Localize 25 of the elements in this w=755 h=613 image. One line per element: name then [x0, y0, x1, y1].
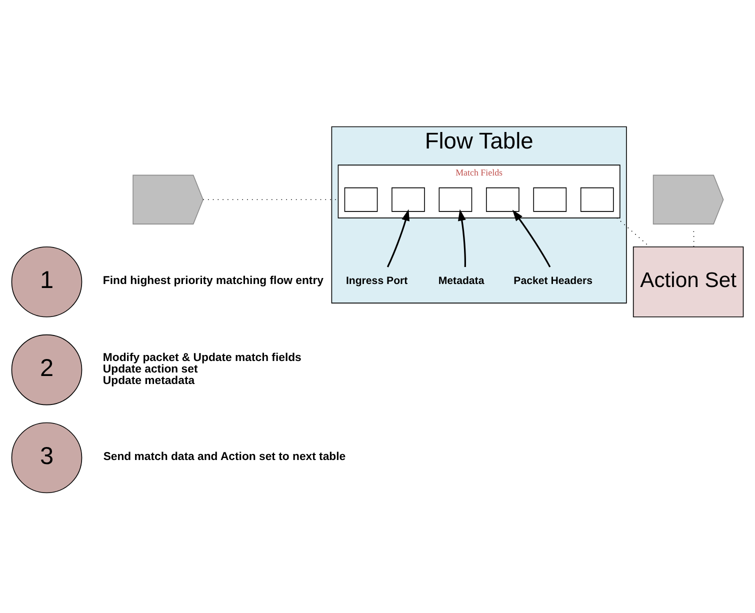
node-text: Ingress Port [346, 274, 408, 287]
node-label: Update action set [102, 363, 198, 376]
node-text: Metadata [438, 274, 484, 287]
node-text: Packet Headers [514, 274, 592, 287]
node-box [344, 187, 378, 212]
connector [616, 218, 650, 247]
node-circle: 1 [11, 246, 82, 318]
node-box [580, 187, 614, 212]
arrow [458, 209, 466, 267]
node-label: Modify packet & Update match fields [102, 352, 302, 364]
node-chevron [652, 174, 724, 224]
node-chevron [132, 174, 204, 224]
node-circle: 3 [11, 422, 82, 494]
arrow [512, 210, 551, 268]
node-box: Action Set [632, 246, 744, 318]
node-box [392, 187, 425, 212]
node-label: Update metadata [102, 374, 195, 387]
node-box [438, 187, 472, 212]
node-box [533, 187, 567, 212]
arrow [386, 209, 410, 268]
node-box [486, 187, 520, 212]
node-label: Send match data and Action set to next table [103, 450, 346, 463]
node-circle: 2 [11, 334, 82, 406]
node-label: Find highest priority matching flow entry [102, 275, 324, 288]
cluster: Match Fields [338, 164, 620, 218]
